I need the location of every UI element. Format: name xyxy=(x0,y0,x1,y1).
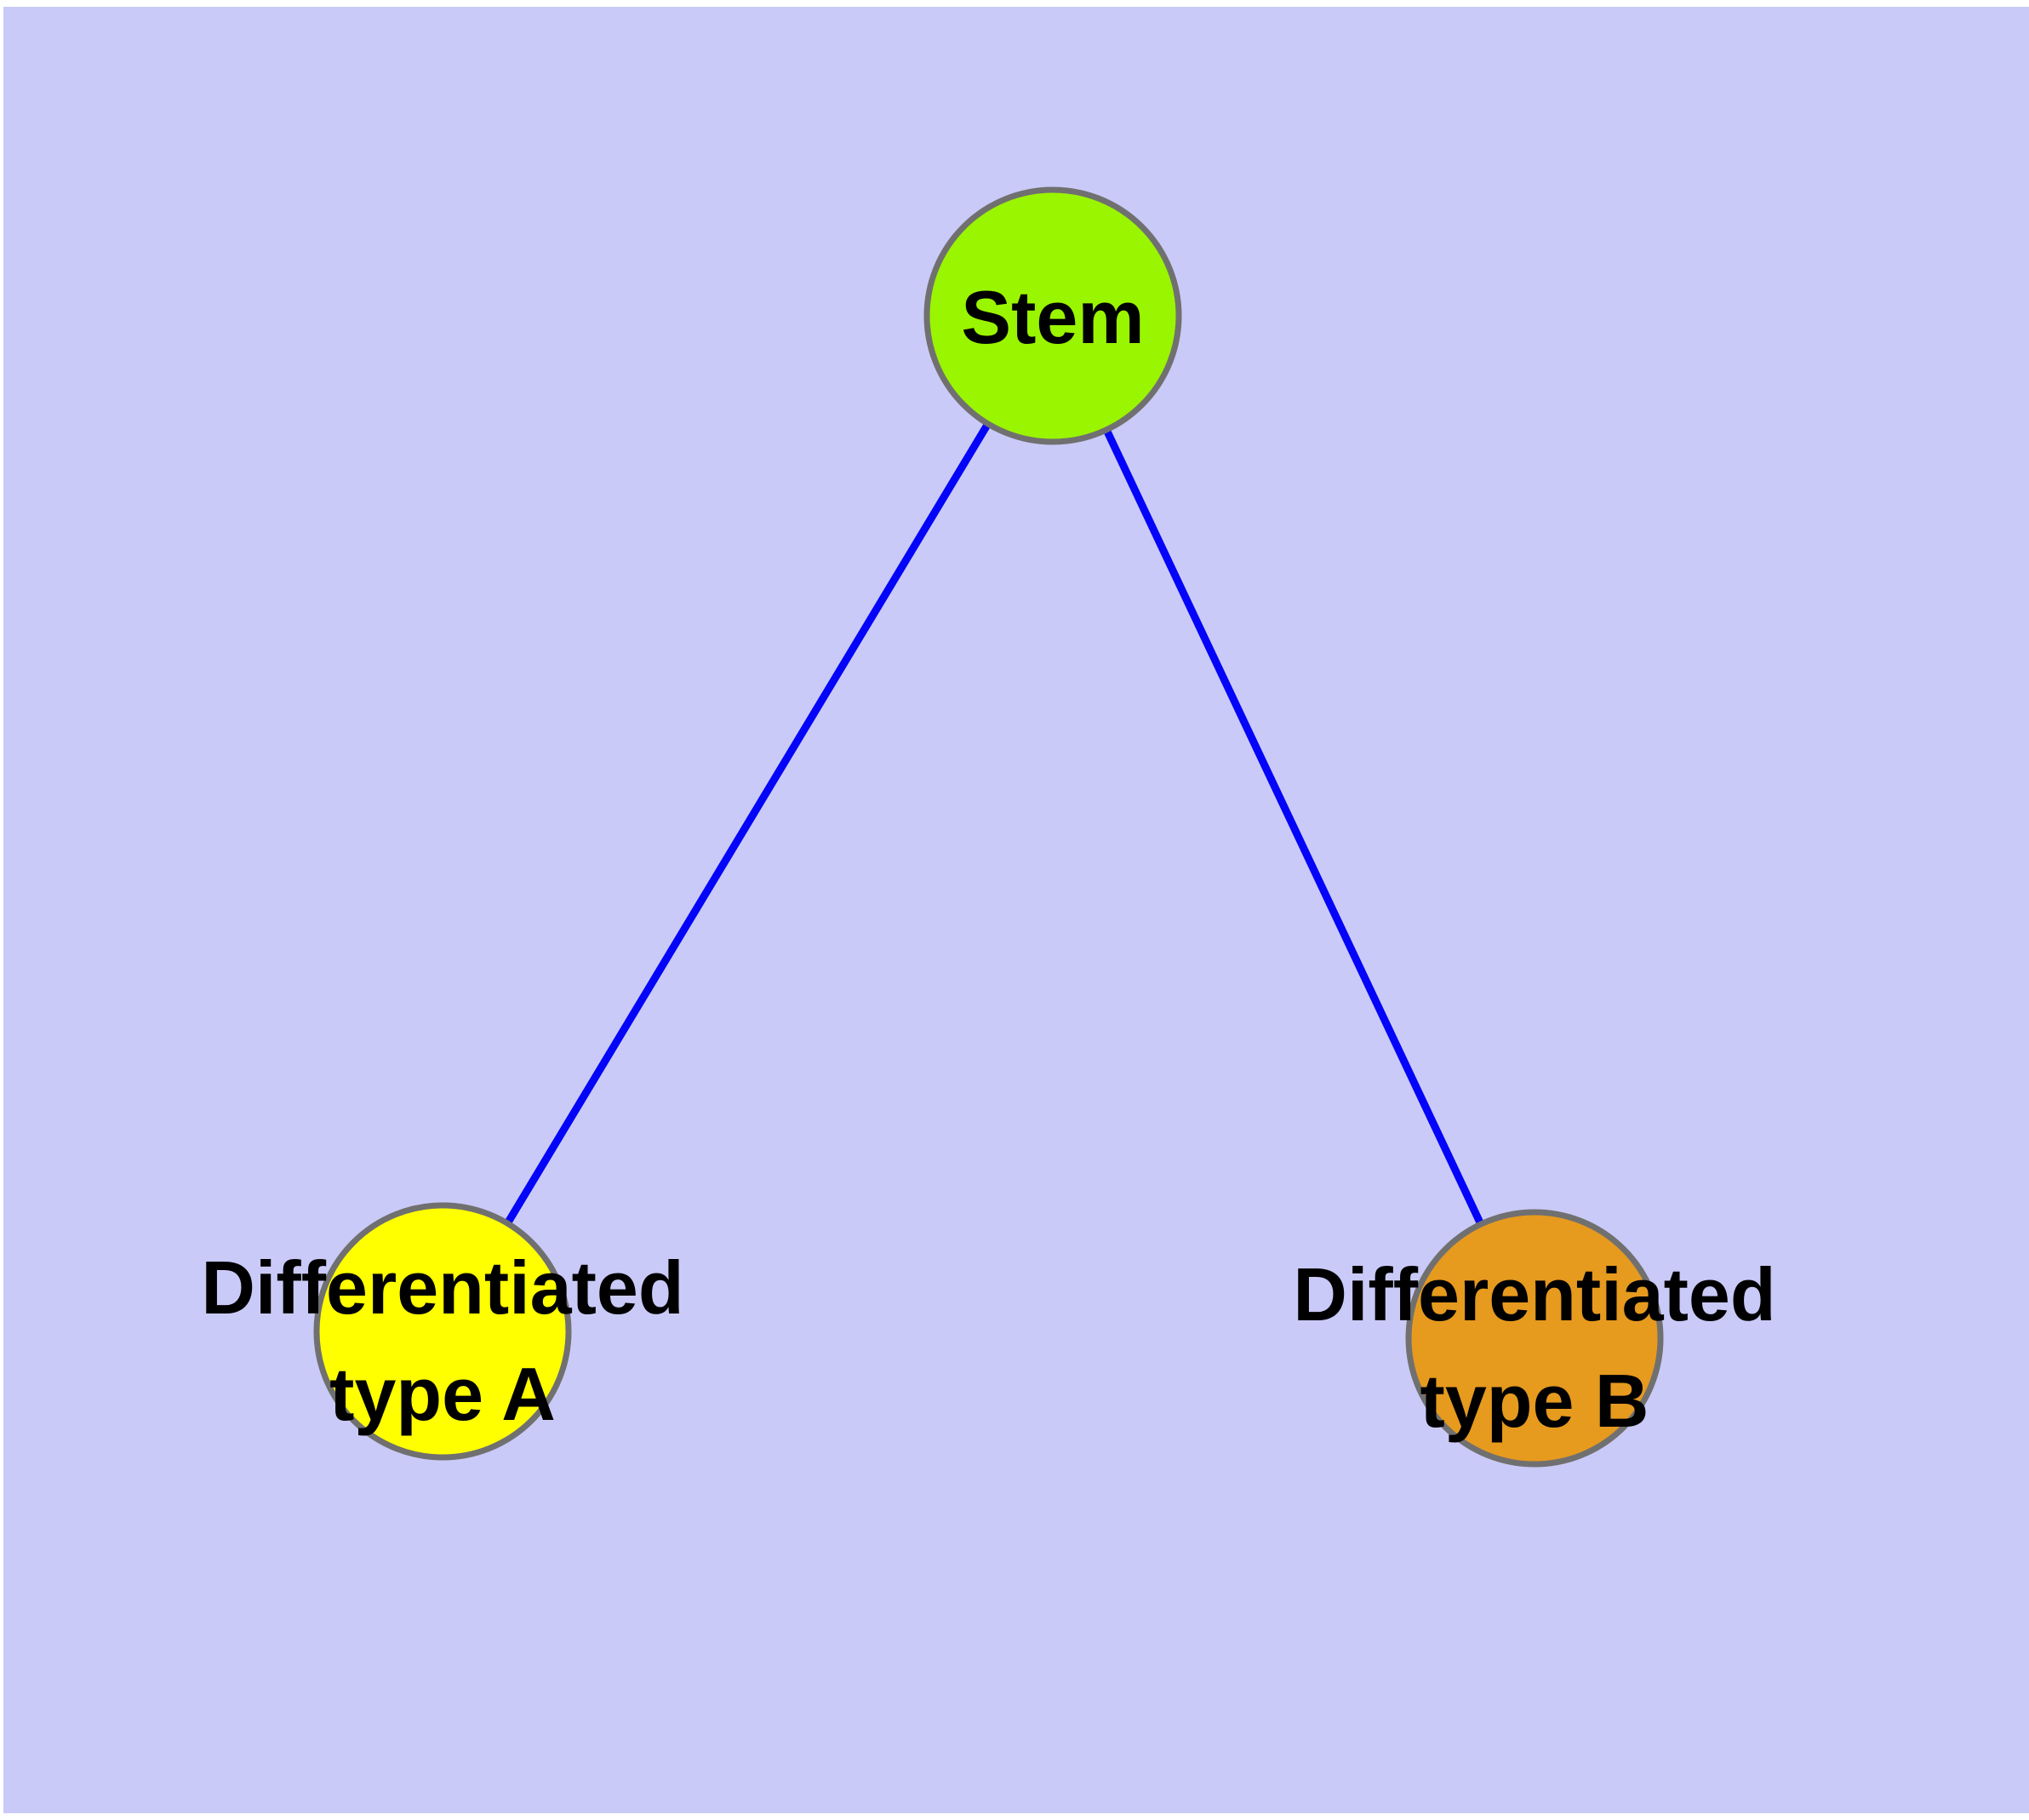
node-type-a-label-line2: type A xyxy=(329,1352,556,1436)
node-type-b-label-line2: type B xyxy=(1420,1359,1649,1443)
node-type-a-label-line1: Differentiated xyxy=(201,1245,683,1330)
node-type-b-circle xyxy=(1405,1209,1664,1468)
node-stem-circle xyxy=(923,186,1182,445)
node-type-b-label-line1: Differentiated xyxy=(1293,1252,1775,1336)
node-type-a-circle xyxy=(313,1202,572,1461)
edge-stem-to-type-a xyxy=(439,313,1056,1334)
node-stem-label: Stem xyxy=(961,275,1144,359)
edge-stem-to-type-b xyxy=(1049,314,1539,1340)
